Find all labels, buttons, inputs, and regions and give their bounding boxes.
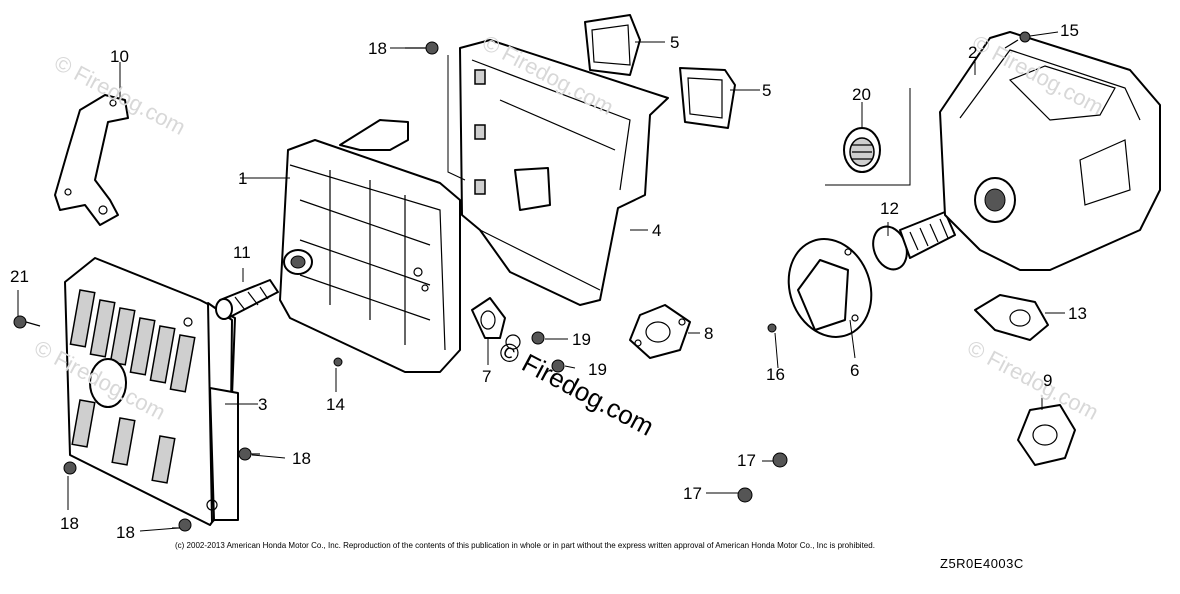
- callout-19a: 19: [572, 330, 591, 349]
- callout-17a: 17: [737, 451, 756, 470]
- bracket-line-4: [447, 55, 466, 181]
- gasket-part-8: [629, 304, 691, 359]
- gasket-part-7: [471, 297, 521, 350]
- callout-13: 13: [1068, 304, 1087, 323]
- callout-19b: 19: [588, 360, 607, 379]
- bolt-part-15: [1004, 31, 1031, 49]
- filter-part-20: [843, 127, 881, 173]
- plate-part-5a: [584, 14, 641, 76]
- muffler-housing-part-2: [939, 31, 1161, 271]
- cap-part-17: [737, 452, 788, 503]
- callout-15: 15: [1060, 21, 1079, 40]
- gasket-part-9: [1017, 404, 1076, 466]
- muffler-cover-part-4: [459, 39, 669, 306]
- callout-7: 7: [482, 367, 492, 386]
- callout-12: 12: [880, 199, 899, 218]
- callout-2: 2: [968, 43, 978, 62]
- callout-6: 6: [850, 361, 860, 380]
- callout-16: 16: [766, 365, 785, 384]
- bolt-part-21: [13, 315, 41, 329]
- tail-pipe-part-11: [215, 279, 279, 320]
- callout-1: 1: [238, 169, 248, 188]
- callout-14: 14: [326, 395, 345, 414]
- leader-lines: [17, 31, 1065, 532]
- spark-arrester-screen-part-12: [872, 211, 956, 271]
- callout-20: 20: [852, 85, 871, 104]
- bracket-line-20: [825, 88, 911, 186]
- callout-18c: 18: [60, 514, 79, 533]
- callout-21: 21: [10, 267, 29, 286]
- callout-17b: 17: [683, 484, 702, 503]
- callout-10: 10: [110, 47, 129, 66]
- muffler-part-1: [279, 119, 461, 373]
- nut-part-19: [531, 331, 565, 373]
- plate-part-5b: [679, 67, 736, 129]
- bolt-part-14: [333, 357, 343, 367]
- copyright-notice: (c) 2002-2013 American Honda Motor Co., …: [175, 541, 875, 550]
- callout-8: 8: [704, 324, 714, 343]
- callout-18b: 18: [292, 449, 311, 468]
- callout-18a: 18: [368, 39, 387, 58]
- callout-5a: 5: [670, 33, 680, 52]
- spark-arrester-part-6: [787, 238, 873, 338]
- gasket-part-13: [974, 294, 1049, 341]
- bolt-part-16: [767, 323, 777, 333]
- bolt-part-18: [63, 41, 439, 532]
- callout-5b: 5: [762, 81, 772, 100]
- callout-11: 11: [233, 243, 251, 262]
- callout-3: 3: [258, 395, 268, 414]
- callout-18d: 18: [116, 523, 135, 542]
- muffler-protector-part-3: [64, 257, 239, 526]
- callout-9: 9: [1043, 371, 1053, 390]
- diagram-code: Z5R0E4003C: [940, 556, 1024, 571]
- bracket-part-10: [54, 94, 129, 226]
- callout-4: 4: [652, 221, 662, 240]
